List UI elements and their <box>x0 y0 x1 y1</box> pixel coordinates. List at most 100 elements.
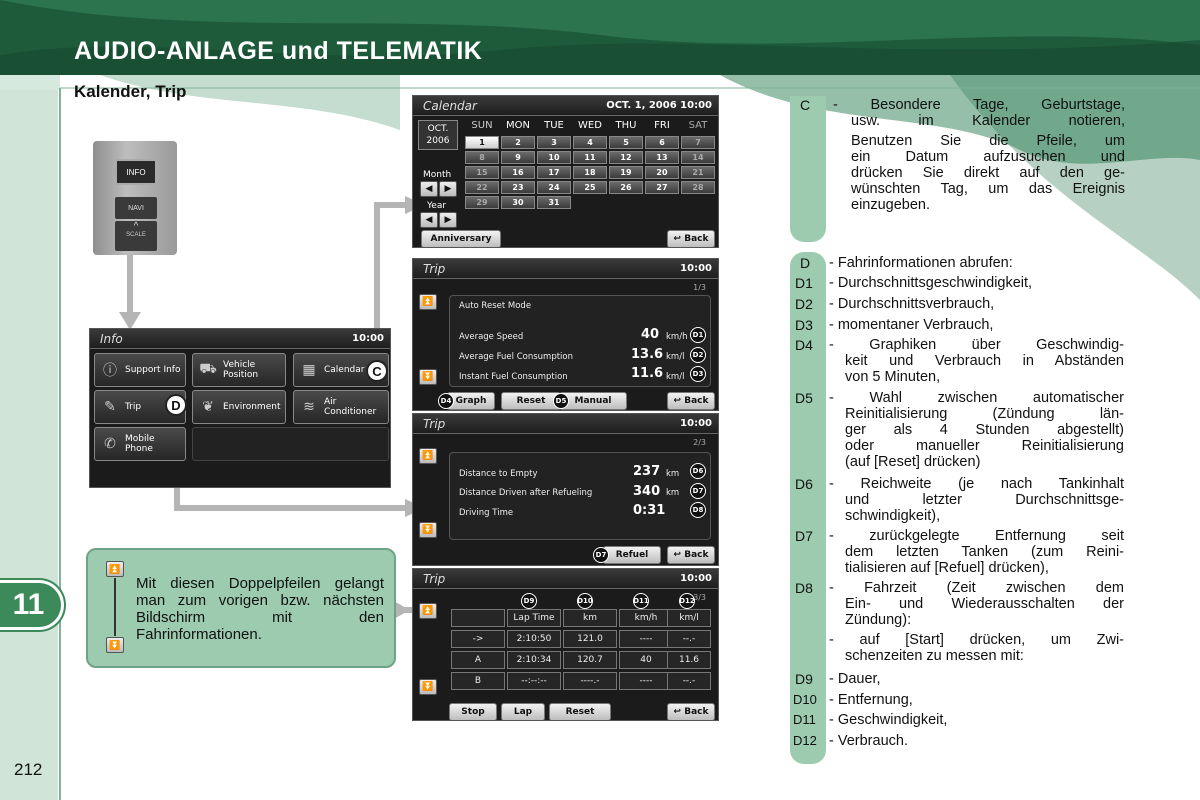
air-conditioner-button[interactable]: ≋Air Conditioner <box>293 390 389 424</box>
graph-button[interactable]: Graph <box>447 392 495 410</box>
calendar-day-cell[interactable]: 10 <box>537 151 571 164</box>
year-prev-button[interactable]: ◀ <box>420 212 438 228</box>
calendar-day-cell[interactable]: 21 <box>681 166 715 179</box>
month-next-button[interactable]: ▶ <box>439 181 457 197</box>
info-screen-time: 10:00 <box>352 333 384 344</box>
distance-to-empty-unit: km <box>666 469 680 479</box>
year-next-button[interactable]: ▶ <box>439 212 457 228</box>
section-title: Kalender, Trip <box>74 82 187 101</box>
triangle-left-icon: ◀ <box>425 215 433 225</box>
calendar-day-cell[interactable]: 31 <box>537 196 571 209</box>
desc-code: D10 <box>793 692 817 707</box>
calendar-day-cell[interactable]: 11 <box>573 151 607 164</box>
calendar-screen: Calendar OCT. 1, 2006 10:00 OCT. 2006 Mo… <box>412 95 719 248</box>
anniversary-button[interactable]: Anniversary <box>421 230 501 247</box>
calendar-day-cell[interactable]: 1 <box>465 136 499 149</box>
calendar-day-cell[interactable]: 9 <box>501 151 535 164</box>
trip2-page-up-button[interactable]: ⏫ <box>419 448 437 464</box>
trip2-time: 10:00 <box>680 418 712 429</box>
reset-button[interactable]: Reset <box>501 392 561 410</box>
code-d3: D3 <box>690 366 706 382</box>
calendar-day-cell[interactable]: 12 <box>609 151 643 164</box>
desc-line: ein Datum aufzusuchen und <box>851 149 1125 165</box>
vehicle-position-label: Vehicle Position <box>223 360 259 380</box>
calendar-day-cell[interactable]: 28 <box>681 181 715 194</box>
mobile-phone-button[interactable]: ✆Mobile Phone <box>94 427 186 461</box>
note-double-down-icon: ⏬ <box>106 637 124 653</box>
calendar-day-cell[interactable]: 3 <box>537 136 571 149</box>
refuel-button[interactable]: Refuel <box>603 546 661 564</box>
trip2-back-button[interactable]: ↩ Back <box>667 546 715 564</box>
desc-code: D7 <box>795 528 813 544</box>
instant-fuel-unit: km/l <box>666 372 685 382</box>
manual-button[interactable]: Manual <box>559 392 627 410</box>
calendar-day-cell[interactable]: 15 <box>465 166 499 179</box>
desc-code: C <box>800 97 811 113</box>
info-hardware-button[interactable]: INFO <box>115 159 157 185</box>
trip-label: Trip <box>125 402 142 412</box>
vehicle-position-button[interactable]: ⛟Vehicle Position <box>192 353 286 387</box>
scale-hardware-button[interactable]: ^ SCALE <box>115 221 157 251</box>
month-prev-button[interactable]: ◀ <box>420 181 438 197</box>
lap-reset-button[interactable]: Reset <box>549 703 611 720</box>
trip2-page-down-button[interactable]: ⏬ <box>419 522 437 538</box>
calendar-day-cell[interactable]: 5 <box>609 136 643 149</box>
desc-text: - Verbrauch. <box>829 733 1124 749</box>
trip3-page-down-button[interactable]: ⏬ <box>419 679 437 695</box>
support-info-button[interactable]: ⓘ Support Info <box>94 353 186 387</box>
calendar-day-cell[interactable]: 6 <box>645 136 679 149</box>
info-icon: ⓘ <box>103 363 117 379</box>
trip3-page-up-button[interactable]: ⏫ <box>419 603 437 619</box>
calendar-day-cell[interactable]: 17 <box>537 166 571 179</box>
calendar-day-cell[interactable]: 30 <box>501 196 535 209</box>
desc-line: - momentaner Verbrauch, <box>829 317 994 333</box>
desc-line: dem letzten Tanken (zum Reini- <box>845 544 1124 560</box>
calendar-day-cell[interactable]: 23 <box>501 181 535 194</box>
table-cell: ---- <box>619 672 673 690</box>
calendar-day-cell[interactable]: 24 <box>537 181 571 194</box>
trip1-page-up-button[interactable]: ⏫ <box>419 294 437 310</box>
calendar-day-cell[interactable]: 18 <box>573 166 607 179</box>
calendar-day-cell[interactable]: 22 <box>465 181 499 194</box>
desc-line: schwindigkeit), <box>845 508 941 524</box>
calendar-day-cell[interactable]: 19 <box>609 166 643 179</box>
desc-line: - Reichweite (je nach Tankinhalt <box>829 476 1124 492</box>
average-speed-unit: km/h <box>666 332 688 342</box>
trip3-back-button[interactable]: ↩ Back <box>667 703 715 720</box>
calendar-day-cell[interactable]: 14 <box>681 151 715 164</box>
calendar-day-cell[interactable]: 7 <box>681 136 715 149</box>
note-double-up-icon: ⏫ <box>106 561 124 577</box>
desc-code: D9 <box>795 671 813 687</box>
return-icon: ↩ <box>673 234 682 244</box>
navi-hardware-button[interactable]: NAVI <box>115 197 157 219</box>
trip1-page-down-button[interactable]: ⏬ <box>419 369 437 385</box>
calendar-day-cell[interactable]: 2 <box>501 136 535 149</box>
stop-button[interactable]: Stop <box>449 703 497 720</box>
calendar-day-cell[interactable]: 26 <box>609 181 643 194</box>
table-cell: 2:10:34 <box>507 651 561 669</box>
desc-line: - Fahrinformationen abrufen: <box>829 255 1013 271</box>
calendar-day-cell[interactable]: 20 <box>645 166 679 179</box>
calendar-day-cell[interactable]: 13 <box>645 151 679 164</box>
desc-line: - Fahrzeit (Zeit zwischen dem <box>829 580 1124 596</box>
calendar-back-button[interactable]: ↩ Back <box>667 230 715 247</box>
calendar-day-cell[interactable]: 16 <box>501 166 535 179</box>
code-d6: D6 <box>690 463 706 479</box>
desc-line: von 5 Minuten, <box>845 369 941 385</box>
environment-button[interactable]: ❦Environment <box>192 390 286 424</box>
driving-time-value: 0:31 <box>633 503 666 518</box>
support-info-label: Support Info <box>125 365 181 375</box>
table-cell: 11.6 <box>667 651 711 669</box>
trip1-back-button[interactable]: ↩ Back <box>667 392 715 410</box>
calendar-day-cell[interactable]: 4 <box>573 136 607 149</box>
desc-line: usw. im Kalender notieren, <box>851 113 1125 129</box>
calendar-day-cell[interactable]: 25 <box>573 181 607 194</box>
calendar-day-cell[interactable]: 8 <box>465 151 499 164</box>
average-fuel-unit: km/l <box>666 352 685 362</box>
desc-line: Benutzen Sie die Pfeile, um <box>851 133 1125 149</box>
calendar-day-cell[interactable]: 27 <box>645 181 679 194</box>
calendar-day-cell[interactable]: 29 <box>465 196 499 209</box>
lap-button[interactable]: Lap <box>501 703 545 720</box>
table-row-label: -> <box>451 630 505 648</box>
